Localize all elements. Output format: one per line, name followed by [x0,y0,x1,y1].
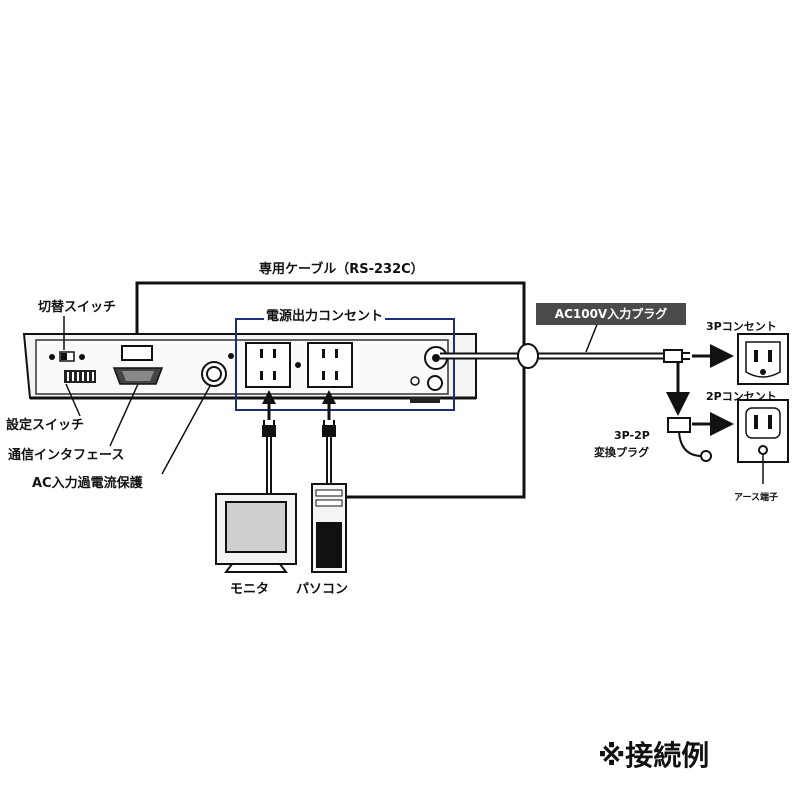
wall-outlet-3p [737,333,789,385]
rs232c-plug [121,345,153,361]
adapter-3p-2p [667,417,712,462]
comm-interface-port[interactable] [112,367,164,385]
footnote-connection-example: ※接続例 [598,739,710,772]
pc-illustration [311,483,347,573]
label-comm-interface: 通信インタフェース [8,448,125,463]
wall-outlet-2p [737,399,789,484]
label-setting-switch: 設定スイッチ [6,418,85,433]
setting-dip-switch[interactable] [64,370,96,383]
label-2p-outlet: 2Pコンセント [706,390,777,403]
ac-power-cord [440,343,690,369]
label-monitor: モニタ [230,582,270,597]
label-earth-terminal: アース端子 [734,493,779,503]
label-output-outlets: 電源出力コンセント [264,305,386,324]
label-3p-outlet: 3Pコンセント [706,320,777,333]
ac-breaker[interactable] [201,361,227,387]
label-toggle-switch: 切替スイッチ [38,300,117,315]
label-pc: パソコン [296,582,349,597]
rs232c-cable [135,281,526,499]
output-outlet-1 [245,342,291,388]
monitor-illustration [215,493,297,573]
label-ac-input-plug: AC100V入力プラグ [536,303,686,325]
label-ac-protection: AC入力過電流保護 [32,476,143,491]
monitor-plug [262,396,276,494]
label-rs232c-cable: 専用ケーブル（RS-232C） [259,262,424,277]
output-outlet-2 [307,342,353,388]
label-adapter-line2: 変換プラグ [594,446,649,459]
toggle-switch[interactable] [49,351,85,362]
label-adapter-line1: 3P-2P [614,429,650,442]
